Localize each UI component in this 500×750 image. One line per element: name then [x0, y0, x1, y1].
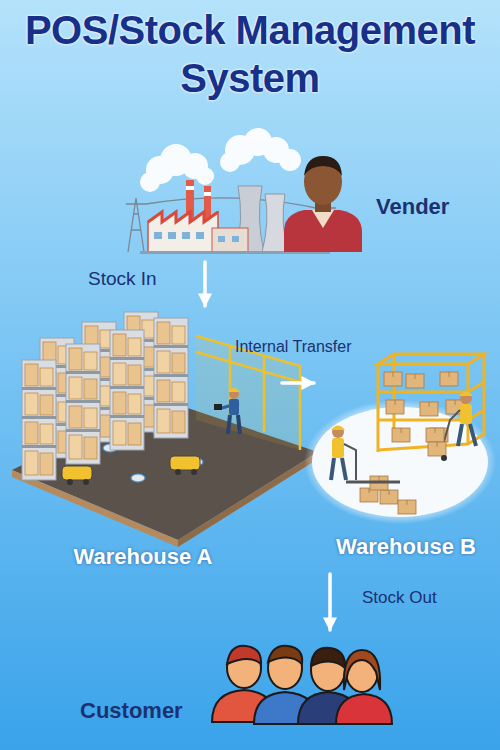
diagram-title: POS/Stock Management System: [5, 6, 495, 102]
edge-label-holder: Internal Transfer: [235, 338, 352, 356]
vendor-person-icon: [284, 156, 362, 252]
flow-arrow: [282, 381, 314, 385]
flow-arrow: [328, 574, 332, 630]
warehouse-node: Warehouse B: [318, 340, 494, 566]
edge-label-holder: Stock In: [88, 268, 157, 290]
customer-group-icon: [212, 646, 392, 724]
node-label: Warehouse A: [8, 544, 278, 570]
edge-label-holder: Stock Out: [362, 588, 437, 608]
flow-arrow: [203, 262, 207, 306]
node-label: Customer: [80, 698, 410, 724]
node-label: Vender: [376, 194, 500, 220]
vendor-node: Vender: [120, 138, 480, 254]
edge-label: Stock Out: [362, 588, 437, 608]
node-label: Warehouse B: [318, 534, 494, 560]
customer-node: Customer: [70, 636, 400, 742]
edge-label: Stock In: [88, 268, 157, 290]
warehouse-b-illustration: [304, 354, 496, 524]
edge-label: Internal Transfer: [235, 338, 352, 356]
